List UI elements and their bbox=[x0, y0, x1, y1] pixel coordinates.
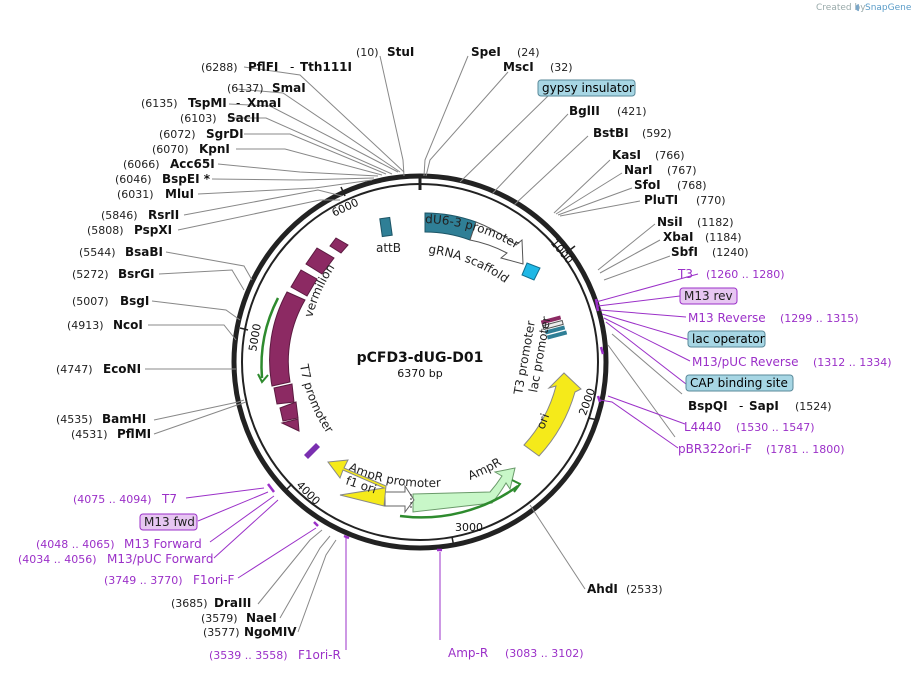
grna-scaffold-feature bbox=[521, 262, 541, 281]
plasmid-name: pCFD3-dUG-D01 bbox=[357, 350, 484, 366]
ruler-3000: 3000 bbox=[455, 521, 483, 534]
label-m13puc-forward: (4034 .. 4056)M13/pUC Forward bbox=[18, 552, 214, 566]
ampr-orf-arrow-icon bbox=[511, 479, 522, 493]
vermilion-exon-1 bbox=[329, 237, 349, 254]
svg-text:SnapGene: SnapGene bbox=[865, 3, 912, 13]
label-xbai: XbaI(1184) bbox=[663, 230, 742, 244]
svg-text:Created by: Created by bbox=[816, 3, 866, 13]
attB-feature bbox=[379, 216, 393, 238]
ampr-orf bbox=[399, 484, 519, 519]
ori-feature bbox=[523, 372, 582, 457]
label-lac-operator: lac operator bbox=[687, 330, 766, 348]
snapgene-logo-icon: ◖ bbox=[855, 3, 860, 13]
label-nari: NarI(767) bbox=[624, 163, 697, 177]
label-kasi: KasI(766) bbox=[612, 148, 685, 162]
label-sgrdi: (6072)SgrDI bbox=[159, 127, 244, 141]
primer-leaders bbox=[185, 273, 699, 650]
label-mlui: (6031)MluI bbox=[117, 187, 194, 201]
vermilion-exon-3 bbox=[290, 269, 318, 297]
label-cap: CAP binding site bbox=[685, 374, 794, 392]
vermilion-exon-5 bbox=[273, 383, 295, 405]
ampr-promoter-feature bbox=[384, 484, 415, 514]
label-kpni: (6070)KpnI bbox=[152, 142, 230, 156]
t7-primer-mark bbox=[304, 443, 320, 459]
label-sacii: (6103)SacII bbox=[180, 111, 260, 125]
ruler-2000: 2000 bbox=[576, 386, 598, 417]
leader-lines bbox=[145, 55, 683, 633]
label-acc65i: (6066)Acc65I bbox=[123, 157, 215, 171]
label-econi: (4747)EcoNI bbox=[56, 362, 141, 376]
t7-promoter-label: T7 promoter bbox=[297, 362, 336, 435]
plasmid-length: 6370 bp bbox=[397, 367, 442, 380]
label-bamhi: (4535)BamHI bbox=[56, 412, 146, 426]
lac-region-stack bbox=[540, 315, 568, 340]
snapgene-watermark: Created by ◖ SnapGene bbox=[816, 3, 912, 13]
label-pluti: PluTI(770) bbox=[644, 193, 726, 207]
label-bsgi: (5007)BsgI bbox=[72, 294, 149, 308]
label-t7: (4075 .. 4094)T7 bbox=[73, 492, 177, 506]
label-m13reverse: M13 Reverse(1299 .. 1315) bbox=[688, 311, 859, 325]
label-naei: (3579)NaeI bbox=[201, 611, 277, 625]
primer-marks bbox=[267, 298, 605, 552]
vermilion-orf-arrow-icon bbox=[257, 373, 269, 384]
label-bglii: BglII(421) bbox=[569, 104, 647, 118]
ruler-5000: 5000 bbox=[246, 323, 264, 353]
svg-text:lac operator: lac operator bbox=[692, 332, 765, 346]
attB-label: attB bbox=[376, 241, 401, 255]
vermilion-exon-6 bbox=[279, 401, 299, 422]
label-bstbi: BstBI(592) bbox=[593, 126, 672, 140]
label-m13-forward: (4048 .. 4065)M13 Forward bbox=[36, 537, 202, 551]
svg-text:M13 rev: M13 rev bbox=[684, 289, 733, 303]
label-bsrgi: (5272)BsrGI bbox=[72, 267, 155, 281]
vermilion-exon-4 bbox=[269, 291, 306, 387]
vermilion-exon-2 bbox=[305, 247, 335, 275]
svg-text:M13 fwd: M13 fwd bbox=[144, 515, 195, 529]
label-pflmi: (4531)PflMI bbox=[71, 427, 151, 441]
svg-text:CAP binding site: CAP binding site bbox=[690, 376, 788, 390]
label-tspmi: (6135)TspMI-XmaI bbox=[141, 96, 281, 110]
label-f1ori-r: (3539 .. 3558)F1ori-R bbox=[209, 648, 341, 662]
label-msci: MscI(32) bbox=[503, 60, 573, 74]
svg-text:gypsy insulator: gypsy insulator bbox=[542, 81, 634, 95]
label-l4440: L4440(1530 .. 1547) bbox=[684, 420, 815, 434]
label-bspqi: BspQI-SapI(1524) bbox=[688, 399, 832, 413]
label-draiii: (3685)DraIII bbox=[171, 596, 251, 610]
vermilion-arrowhead bbox=[280, 418, 300, 432]
label-t3: T3(1260 .. 1280) bbox=[677, 267, 785, 281]
label-sbfi: SbfI(1240) bbox=[671, 245, 749, 259]
label-spei: SpeI(24) bbox=[471, 45, 540, 59]
label-bsabi: (5544)BsaBI bbox=[79, 245, 163, 259]
label-pflfi: (6288)PflFI-Tth111I bbox=[201, 60, 352, 74]
f1-ori-feature bbox=[327, 459, 387, 507]
label-m13fwd: M13 fwd bbox=[139, 513, 198, 531]
label-nsii: NsiI(1182) bbox=[657, 215, 734, 229]
label-m13puc-reverse: M13/pUC Reverse(1312 .. 1334) bbox=[692, 355, 892, 369]
label-ahdi: AhdI(2533) bbox=[587, 582, 663, 596]
label-amp-r: Amp-R(3083 .. 3102) bbox=[448, 646, 584, 660]
label-gypsy: gypsy insulator bbox=[537, 79, 636, 97]
label-ngomiv: (3577)NgoMIV bbox=[203, 625, 297, 639]
label-rsrii: (5846)RsrII bbox=[101, 208, 179, 222]
label-sfoi: SfoI(768) bbox=[634, 178, 707, 192]
label-stui: (10)StuI bbox=[356, 45, 414, 59]
ori-label: ori bbox=[534, 412, 552, 431]
label-f1ori-f: (3749 .. 3770)F1ori-F bbox=[104, 573, 234, 587]
dU6-promoter-arrow bbox=[469, 221, 524, 265]
label-pspxi: (5808)PspXI bbox=[87, 223, 172, 237]
ampr-label: AmpR bbox=[466, 455, 504, 483]
label-pbr322: pBR322ori-F(1781 .. 1800) bbox=[678, 442, 845, 456]
label-m13rev: M13 rev bbox=[679, 287, 738, 305]
label-bspei: (6046)BspEI * bbox=[115, 172, 211, 186]
label-ncoi: (4913)NcoI bbox=[67, 318, 143, 332]
vermilion-orf bbox=[260, 297, 280, 379]
label-smai: (6137)SmaI bbox=[227, 81, 306, 95]
